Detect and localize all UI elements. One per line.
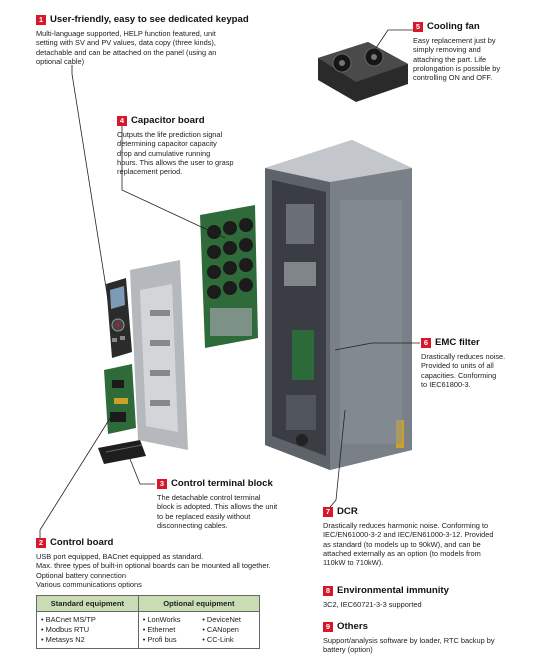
list-item: CC-Link xyxy=(202,635,255,645)
list-item: Profi bus xyxy=(143,635,195,645)
callout-line: as standard (to models up to 90kW), and … xyxy=(323,539,481,549)
callout-line: block is adopted. This allows the unit xyxy=(157,502,278,512)
callout-line: 3C2, IEC60721-3-3 supported xyxy=(323,600,422,609)
callout-keypad: 1 User-friendly, easy to see dedicated ke… xyxy=(36,14,306,66)
callout-line: drop and cumulative running xyxy=(117,148,211,158)
list-item: LonWorks xyxy=(143,615,195,625)
callout-line: battery (option) xyxy=(323,645,373,655)
standard-equipment-cell: BACnet MS/TP Modbus RTU Metasys N2 xyxy=(36,611,139,649)
callout-line: simply removing and xyxy=(413,45,481,55)
callout-title: User-friendly, easy to see dedicated key… xyxy=(50,14,249,25)
callout-number: 1 xyxy=(36,14,46,25)
callout-control-terminal-block: 3 Control terminal block The detachable c… xyxy=(157,478,307,530)
callout-number: 7 xyxy=(323,506,333,517)
callout-line: Drastically reduces noise. xyxy=(421,352,506,361)
leader-emc xyxy=(334,342,420,351)
callout-line: Support/analysis software by loader, RTC… xyxy=(323,636,495,645)
callout-cooling-fan: 5 Cooling fan Easy replacement just by si… xyxy=(413,21,543,82)
callout-line: Drastically reduces harmonic noise. Conf… xyxy=(323,521,489,530)
callout-others: 9 Others Support/analysis software by loa… xyxy=(323,621,538,655)
callout-environmental-immunity: 8 Environmental immunity 3C2, IEC60721-3-… xyxy=(323,585,538,609)
control-terminal-block-illustration xyxy=(98,440,146,464)
callout-line: hours. This allows the user to grasp xyxy=(117,157,234,167)
callout-dcr: 7 DCR Drastically reduces harmonic noise.… xyxy=(323,506,538,567)
leader-terminal xyxy=(127,453,155,485)
capacitor-board-illustration xyxy=(200,205,258,348)
callout-title: Capacitor board xyxy=(131,115,205,126)
callout-number: 9 xyxy=(323,621,333,632)
leader-keypad xyxy=(71,65,109,301)
mounting-frame-illustration xyxy=(130,260,188,450)
list-item: Metasys N2 xyxy=(41,635,134,645)
control-board-illustration xyxy=(104,364,136,434)
callout-line: detachable and can be attached on the pa… xyxy=(36,47,217,57)
callout-line: disconnecting cables. xyxy=(157,520,228,530)
list-item: CANopen xyxy=(202,625,255,635)
callout-line: Outputs the life prediction signal xyxy=(117,130,223,139)
callout-number: 8 xyxy=(323,585,333,596)
callout-line: Various communications options xyxy=(36,579,142,589)
callout-line: IEC/EN61000-3-2 and IEC/EN61000-3-12. Pr… xyxy=(323,530,494,540)
communications-equipment-table: Standard equipment Optional equipment BA… xyxy=(36,595,261,649)
callout-line: determining capacitor capacity xyxy=(117,139,217,149)
optional-equipment-cell-1: LonWorks Ethernet Profi bus xyxy=(137,611,199,649)
callout-line: setting with SV and PV values, data copy… xyxy=(36,38,216,48)
callout-title: EMC filter xyxy=(435,337,480,348)
callout-control-board: 2 Control board USB port equipped, BACnet… xyxy=(36,537,301,589)
callout-line: The detachable control terminal xyxy=(157,493,261,502)
callout-line: USB port equipped, BACnet equipped as st… xyxy=(36,552,204,561)
leader-cooling xyxy=(371,29,414,55)
list-item: DeviceNet xyxy=(202,615,255,625)
chassis-illustration xyxy=(265,140,412,470)
callout-line: Easy replacement just by xyxy=(413,36,496,45)
list-item: Modbus RTU xyxy=(41,625,134,635)
callout-line: 110kW to 710kW). xyxy=(323,558,384,568)
callout-capacitor-board: 4 Capacitor board Outputs the life predic… xyxy=(117,115,277,176)
callout-title: Cooling fan xyxy=(427,21,480,32)
callout-title: Others xyxy=(337,621,368,632)
callout-title: Control board xyxy=(50,537,114,548)
callout-number: 4 xyxy=(117,115,127,126)
callout-line: Multi-language supported, HELP function … xyxy=(36,29,216,38)
callout-number: 2 xyxy=(36,537,46,548)
list-item: BACnet MS/TP xyxy=(41,615,134,625)
callout-line: attached externally as an option (to mod… xyxy=(323,548,481,558)
keypad-illustration xyxy=(106,278,132,358)
callout-number: 3 xyxy=(157,478,167,489)
callout-line: optional cable) xyxy=(36,56,85,66)
callout-line: replacement period. xyxy=(117,167,183,177)
optional-equipment-header: Optional equipment xyxy=(137,595,261,612)
callout-line: attaching the part. Life xyxy=(413,54,487,64)
leader-capacitor xyxy=(121,125,226,239)
leader-control xyxy=(39,414,113,542)
callout-number: 6 xyxy=(421,337,431,348)
callout-line: capacities. Conforming xyxy=(421,370,497,380)
list-item: Ethernet xyxy=(143,625,195,635)
callout-line: Optional battery connection xyxy=(36,570,126,580)
standard-equipment-header: Standard equipment xyxy=(36,595,139,612)
callout-title: Control terminal block xyxy=(171,478,273,489)
callout-line: prolongation is possible by xyxy=(413,63,501,73)
callout-line: Max. three types of built-in optional bo… xyxy=(36,561,271,571)
optional-equipment-cell-2: DeviceNet CANopen CC-Link xyxy=(198,611,261,649)
callout-title: Environmental immunity xyxy=(337,585,449,596)
callout-line: controlling ON and OFF. xyxy=(413,73,493,83)
callout-line: to IEC61800-3. xyxy=(421,379,471,389)
callout-emc-filter: 6 EMC filter Drastically reduces noise. P… xyxy=(421,337,541,389)
callout-number: 5 xyxy=(413,21,423,32)
callout-line: Provided to units of all xyxy=(421,361,494,371)
callout-title: DCR xyxy=(337,506,358,517)
callout-line: to be replaced easily without xyxy=(157,511,251,521)
cooling-fan-illustration xyxy=(318,42,408,102)
